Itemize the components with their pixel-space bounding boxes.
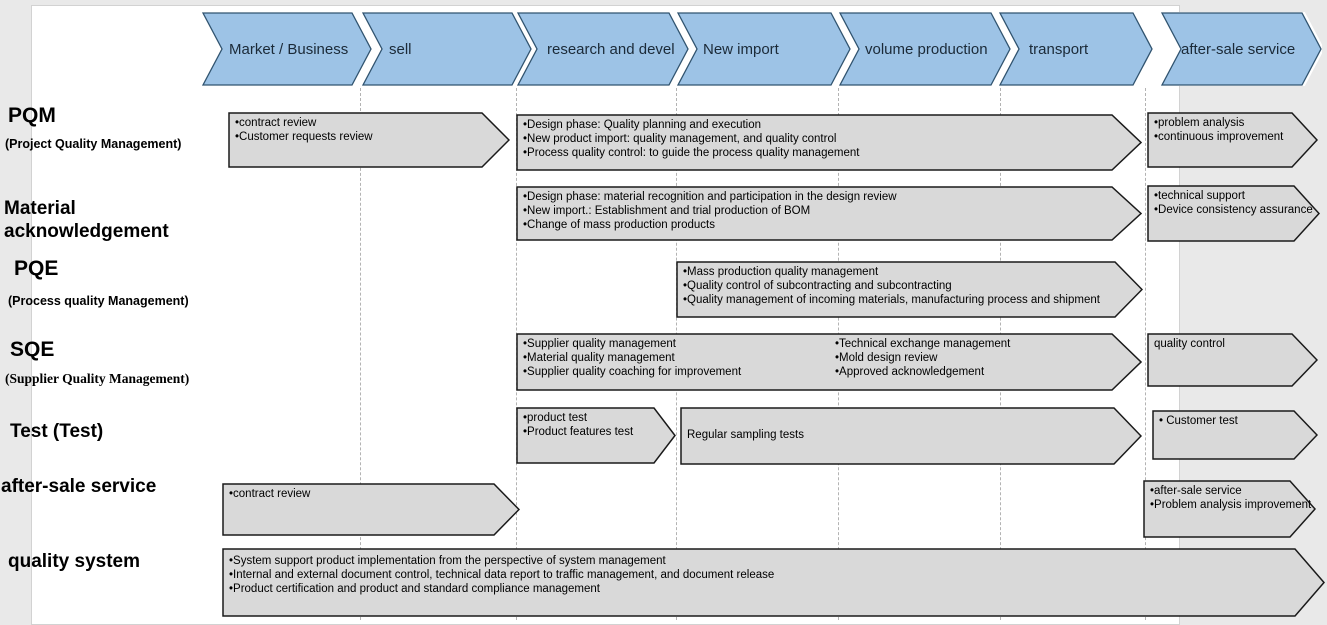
bullet-line: •contract review bbox=[235, 117, 317, 129]
row-title-pqm: PQM bbox=[8, 104, 56, 127]
bullet-line: •Change of mass production products bbox=[523, 218, 715, 231]
aftersale-activity-box-1[interactable]: •contract review bbox=[222, 483, 520, 536]
bullet-line: • Customer test bbox=[1159, 415, 1238, 427]
sqe-activity-box-2[interactable]: quality control bbox=[1147, 333, 1318, 387]
phase-label: New import bbox=[703, 40, 779, 58]
row-subtitle-pqe: (Process quality Management) bbox=[8, 294, 189, 308]
bullet-line: •Process quality control: to guide the p… bbox=[523, 146, 860, 159]
bullet-line: •Supplier quality coaching for improveme… bbox=[523, 365, 742, 378]
row-title-sqe: SQE bbox=[10, 338, 55, 361]
phase-chevron-new-import[interactable]: New import bbox=[677, 12, 851, 86]
bullet-line: •Internal and external document control,… bbox=[229, 568, 775, 581]
sqe-activity-box-1[interactable]: •Supplier quality management •Material q… bbox=[516, 333, 1142, 391]
phase-chevron-market-business[interactable]: Market / Business bbox=[202, 12, 372, 86]
row-subtitle-pqm: (Project Quality Management) bbox=[5, 137, 182, 151]
bullet-line: •Mold design review bbox=[835, 351, 938, 364]
phase-label: after-sale service bbox=[1181, 40, 1296, 58]
row-title-after-sale-service: after-sale service bbox=[1, 476, 157, 497]
bullet-line: •technical support bbox=[1154, 190, 1245, 202]
bullet-line: •Quality control of subcontracting and s… bbox=[683, 279, 952, 292]
test-activity-box-2[interactable]: Regular sampling tests bbox=[680, 407, 1142, 465]
phase-label: Market / Business bbox=[229, 40, 349, 58]
phase-chevron-after-sale-service[interactable]: after-sale service bbox=[1161, 12, 1322, 86]
bullet-line: •problem analysis bbox=[1154, 117, 1245, 129]
bullet-line: •Material quality management bbox=[523, 351, 675, 364]
phase-chevron-research-development[interactable]: research and devel bbox=[517, 12, 689, 86]
test-activity-box-1[interactable]: •product test •Product features test bbox=[516, 407, 676, 464]
bullet-line: quality control bbox=[1154, 338, 1225, 350]
bullet-line: •Quality management of incoming material… bbox=[683, 293, 1100, 306]
bullet-line: •Mass production quality management bbox=[683, 266, 879, 278]
phase-label: volume production bbox=[865, 40, 988, 58]
phase-label: research and devel bbox=[547, 40, 675, 58]
phase-label: transport bbox=[1029, 40, 1089, 58]
row-title-pqe: PQE bbox=[14, 257, 59, 280]
phase-chevron-volume-production[interactable]: volume production bbox=[839, 12, 1011, 86]
pqm-activity-box-2[interactable]: •Design phase: Quality planning and exec… bbox=[516, 114, 1142, 171]
row-title-test: Test (Test) bbox=[10, 421, 104, 442]
bullet-line: •New product import: quality management,… bbox=[523, 132, 837, 145]
bullet-line: •Supplier quality management bbox=[523, 338, 676, 350]
bullet-line: •contract review bbox=[229, 488, 311, 500]
bullet-line: Regular sampling tests bbox=[687, 429, 804, 442]
pqm-activity-box-1[interactable]: •contract review •Customer requests revi… bbox=[228, 112, 510, 168]
material-activity-box-1[interactable]: •Design phase: material recognition and … bbox=[516, 186, 1142, 241]
row-title-material-acknowledgement: Material acknowledgement bbox=[4, 198, 169, 242]
aftersale-activity-box-2[interactable]: •after-sale service •Problem analysis im… bbox=[1143, 480, 1316, 538]
bullet-line: •Design phase: material recognition and … bbox=[523, 191, 897, 203]
phase-gridline bbox=[1145, 88, 1146, 620]
bullet-line: •after-sale service bbox=[1150, 485, 1242, 497]
phase-label: sell bbox=[389, 40, 412, 58]
material-activity-box-2[interactable]: •technical support •Device consistency a… bbox=[1147, 185, 1320, 242]
test-activity-box-3[interactable]: • Customer test bbox=[1152, 410, 1318, 460]
bullet-line: •Technical exchange management bbox=[835, 338, 1011, 350]
bullet-line: •Approved acknowledgement bbox=[835, 365, 985, 378]
bullet-line: •Problem analysis improvement bbox=[1150, 498, 1312, 511]
bullet-line: •Product features test bbox=[523, 425, 634, 438]
bullet-line: •Device consistency assurance bbox=[1154, 203, 1313, 216]
quality-system-activity-box[interactable]: •System support product implementation f… bbox=[222, 548, 1325, 617]
phase-gridline bbox=[360, 88, 361, 620]
bullet-line: •product test bbox=[523, 412, 588, 424]
phase-chevron-sell[interactable]: sell bbox=[362, 12, 532, 86]
bullet-line: •Customer requests review bbox=[235, 130, 373, 143]
row-subtitle-sqe: (Supplier Quality Management) bbox=[5, 371, 190, 386]
bullet-line: •New import.: Establishment and trial pr… bbox=[523, 204, 811, 217]
bullet-line: •System support product implementation f… bbox=[229, 555, 666, 567]
bullet-line: •continuous improvement bbox=[1154, 130, 1284, 143]
row-title-quality-system: quality system bbox=[8, 551, 140, 572]
bullet-line: •Product certification and product and s… bbox=[229, 582, 600, 595]
phase-chevron-transport[interactable]: transport bbox=[999, 12, 1153, 86]
pqe-activity-box-1[interactable]: •Mass production quality management •Qua… bbox=[676, 261, 1143, 318]
bullet-line: •Design phase: Quality planning and exec… bbox=[523, 119, 762, 131]
pqm-activity-box-3[interactable]: •problem analysis •continuous improvemen… bbox=[1147, 112, 1318, 168]
